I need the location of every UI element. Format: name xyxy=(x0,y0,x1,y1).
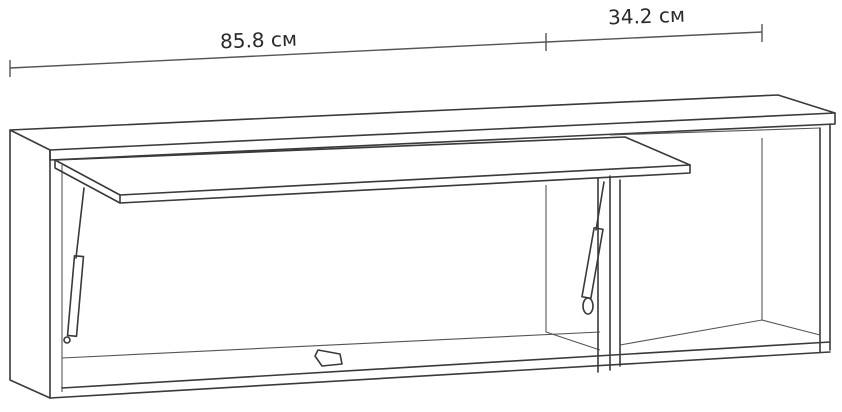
gas-strut-right xyxy=(581,181,605,315)
dimension-line-depth xyxy=(545,24,763,43)
bottom-board xyxy=(49,185,831,399)
right-side-panel xyxy=(609,123,831,353)
depth-dimension-label: 34.2 см xyxy=(607,2,686,30)
gas-strut-left xyxy=(63,187,85,344)
top-board xyxy=(9,94,836,161)
flap-door xyxy=(54,136,691,204)
middle-divider xyxy=(597,175,621,373)
left-side-panel xyxy=(9,129,63,399)
handle xyxy=(314,349,343,367)
width-dimension-label: 85.8 см xyxy=(219,26,298,54)
